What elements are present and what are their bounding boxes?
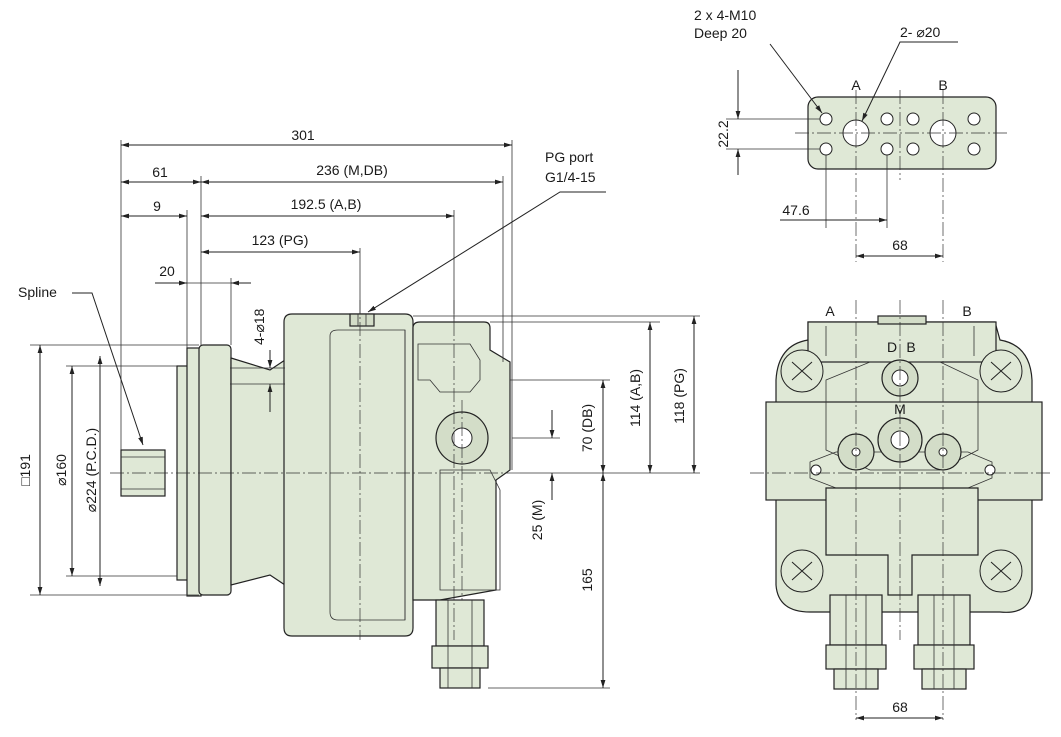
- front-port-db: B: [906, 339, 915, 355]
- dim-22-2: 22.2: [715, 120, 731, 147]
- pg-port-boss: [349, 313, 375, 327]
- dim-236-m-db: 236 (M,DB): [316, 162, 388, 178]
- dim-25-m: 25 (M): [529, 500, 545, 540]
- dim-square-191: □191: [17, 454, 33, 486]
- front-check-valves: [825, 594, 975, 690]
- dim-front-68: 68: [892, 699, 908, 715]
- dim-192-5-a-b: 192.5 (A,B): [291, 196, 362, 212]
- pg-port-label: PG port: [545, 149, 593, 165]
- side-view: [110, 300, 520, 689]
- port-note-thread: 2 x 4-M10: [694, 7, 756, 23]
- dim-61: 61: [152, 164, 168, 180]
- dim-123-pg: 123 (PG): [252, 232, 309, 248]
- dim-9: 9: [153, 198, 161, 214]
- dim-165: 165: [579, 568, 595, 592]
- main-housing: [283, 313, 414, 637]
- side-view-dimensions: 301 61 236 (M,DB) 9 192.5 (A,B) 123 (PG)…: [17, 127, 700, 689]
- dim-port-68: 68: [892, 237, 908, 253]
- front-port-b: B: [962, 303, 971, 319]
- mounting-flange: [198, 344, 232, 596]
- front-port-a: A: [825, 303, 835, 319]
- dim-4-holes-18: 4-⌀18: [251, 308, 267, 345]
- front-port-d: D: [887, 339, 897, 355]
- check-valve: [435, 599, 485, 647]
- pg-port-thread: G1/4-15: [545, 169, 596, 185]
- port-detail-view: 2 x 4-M10 Deep 20 2- ⌀20 A B 22.2 47.6 6…: [694, 7, 1010, 262]
- spline-label: Spline: [18, 284, 57, 300]
- dim-118-pg: 118 (PG): [671, 368, 687, 424]
- dim-47-6: 47.6: [782, 202, 809, 218]
- front-view: A B D B M 68: [750, 300, 1050, 721]
- dim-114-a-b: 114 (A,B): [627, 369, 643, 427]
- dim-301: 301: [291, 127, 315, 143]
- dim-20: 20: [159, 263, 175, 279]
- port-detail-a: A: [851, 77, 861, 93]
- bolt-holes: [819, 112, 981, 156]
- corner-bolts: [780, 349, 1023, 593]
- port-note-depth: Deep 20: [694, 25, 747, 41]
- dim-70-db: 70 (DB): [579, 404, 595, 452]
- front-port-m: M: [894, 401, 906, 417]
- port-detail-b: B: [938, 77, 947, 93]
- dim-dia-160: ⌀160: [53, 454, 69, 486]
- dim-pcd-224: ⌀224 (P.C.D.): [83, 428, 99, 512]
- port-holes-dia: 2- ⌀20: [900, 24, 941, 40]
